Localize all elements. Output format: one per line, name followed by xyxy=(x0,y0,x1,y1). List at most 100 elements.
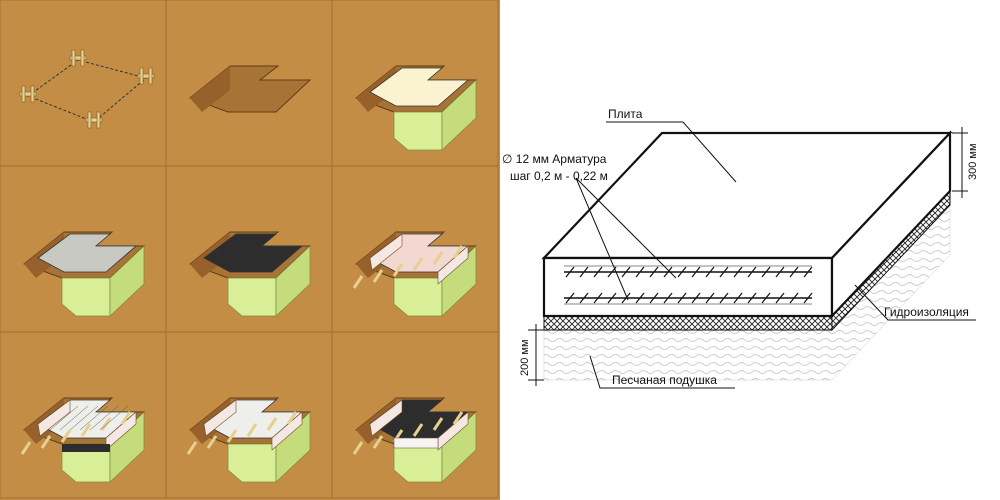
rebar-bar-cross xyxy=(579,292,589,304)
sand-block xyxy=(393,245,477,317)
rebar-bar-cross xyxy=(733,292,743,304)
label-rebar-step: шаг 0,2 м - 0,22 м xyxy=(510,169,608,183)
layer-top xyxy=(37,233,138,273)
brace-icon xyxy=(206,435,218,449)
rebar-bar-cross xyxy=(621,292,631,304)
rebar-bar-cross xyxy=(635,266,645,278)
brace-icon xyxy=(432,417,444,431)
brace-icon xyxy=(412,423,424,437)
rebar-bar-cross xyxy=(663,266,673,278)
brace-icon xyxy=(352,275,364,289)
rebar-bar-cross xyxy=(663,292,673,304)
rebar-bar-cross xyxy=(775,292,785,304)
rebar-bar-cross xyxy=(789,266,799,278)
stake-icon xyxy=(19,85,37,103)
layer-top xyxy=(369,67,470,107)
brace-icon xyxy=(266,417,278,431)
rebar-bar-cross xyxy=(719,292,729,304)
brace-icon xyxy=(20,441,32,455)
layer-top xyxy=(203,233,304,273)
rebar-bar-cross xyxy=(593,292,603,304)
brace-icon xyxy=(226,429,238,443)
rebar-bar-cross xyxy=(761,292,771,304)
brace-icon xyxy=(452,245,464,259)
rebar-bar-cross xyxy=(593,266,603,278)
rebar-bar-cross xyxy=(565,292,575,304)
brace-icon xyxy=(100,417,112,431)
slab-edge xyxy=(393,437,439,449)
brace-icon xyxy=(80,423,92,437)
step-panel-stakeout xyxy=(0,0,167,167)
rebar-bar-cross xyxy=(733,266,743,278)
sand-block xyxy=(393,79,477,151)
rebar-bar-cross xyxy=(565,266,575,278)
sand-block xyxy=(61,245,145,317)
construction-steps-grid xyxy=(0,0,500,500)
brace-icon xyxy=(246,423,258,437)
rebar-bar-cross xyxy=(761,266,771,278)
step-panel-concrete-pour xyxy=(165,331,333,499)
rebar-bar-cross xyxy=(621,266,631,278)
rebar-bar-cross xyxy=(705,266,715,278)
label-sand: Песчаная подушка xyxy=(612,373,717,387)
label-dim-bottom: 200 мм xyxy=(519,339,531,376)
brace-icon xyxy=(412,257,424,271)
step-panel-formwork xyxy=(331,165,499,333)
rebar-grid xyxy=(49,405,129,452)
rebar-bar-cross xyxy=(649,292,659,304)
step-panel-sand-cushion xyxy=(331,0,499,167)
label-slab: Плита xyxy=(608,107,643,121)
pit-wall xyxy=(190,66,230,112)
rebar-mesh xyxy=(564,265,813,305)
leader-rebar-bottom xyxy=(575,177,629,301)
formwork-boards xyxy=(186,399,303,455)
brace-icon xyxy=(452,411,464,425)
brace-icon xyxy=(286,411,298,425)
slab-body xyxy=(541,130,953,319)
rebar-bar-cross xyxy=(775,266,785,278)
leader-sand xyxy=(589,355,735,389)
stake-icon xyxy=(69,49,87,67)
slab-front-face xyxy=(542,256,834,318)
brace-icon xyxy=(40,435,52,449)
dim-bottom xyxy=(528,324,544,386)
label-rebar: ∅ 12 мм Арматура xyxy=(502,152,607,166)
rebar-bar-cross xyxy=(803,292,813,304)
leader-waterproofing xyxy=(854,284,976,321)
dim-top xyxy=(952,127,968,198)
rebar-bar-cross xyxy=(691,292,701,304)
rebar-bar-cross xyxy=(691,266,701,278)
step-panel-excavation xyxy=(165,0,333,167)
slab-side-face xyxy=(830,130,952,319)
sand-block xyxy=(227,245,311,317)
formwork-boards xyxy=(20,399,137,455)
rebar-bar-cross xyxy=(635,292,645,304)
brace-icon xyxy=(372,269,384,283)
brace-icon xyxy=(120,411,132,425)
label-dim-top: 300 мм xyxy=(967,143,979,180)
formwork-boards xyxy=(352,233,469,289)
brace-icon xyxy=(432,251,444,265)
leader-rebar-top xyxy=(575,177,677,279)
rebar-bar-cross xyxy=(677,292,687,304)
step-panel-waterproofing xyxy=(165,165,333,333)
step-panel-top-waterproofing xyxy=(331,331,499,499)
rebar-bar-cross xyxy=(789,292,799,304)
rebar-bar-cross xyxy=(747,292,757,304)
step-panel-reinforcement xyxy=(0,331,167,499)
rebar-bar-cross xyxy=(607,292,617,304)
rebar-bar-cross xyxy=(579,266,589,278)
brace-icon xyxy=(352,441,364,455)
brace-icon xyxy=(392,263,404,277)
step-panel-concrete-prep xyxy=(0,165,167,333)
brace-icon xyxy=(186,441,198,455)
rebar-bar-cross xyxy=(649,266,659,278)
leader-slab xyxy=(606,121,737,183)
stake-icon xyxy=(85,111,103,129)
rebar-bar-cross xyxy=(803,266,813,278)
rebar-bar-cross xyxy=(719,266,729,278)
leader-lines xyxy=(575,121,976,389)
label-waterproofing: Гидроизоляция xyxy=(884,305,969,319)
rebar-bar-cross xyxy=(705,292,715,304)
